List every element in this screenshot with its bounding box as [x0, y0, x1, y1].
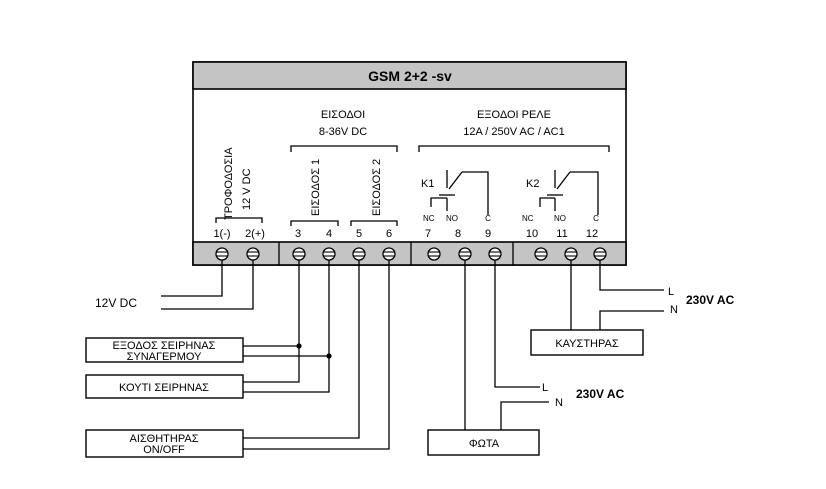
sensor-group: ΑΙΣΘΗΤΗΡΑΣ ON/OFF [85, 260, 390, 458]
siren-output-line1: ΕΞΟΔΟΣ ΣΕΙΡΗΝΑΣ [113, 340, 216, 352]
terminal-8-screw [458, 247, 472, 261]
k1-label: K1 [421, 178, 434, 190]
terminal-3-label: 3 [295, 228, 301, 240]
supply-wiring: 12V DC [95, 260, 254, 310]
lights-l-label: L [542, 382, 548, 394]
k2-nc-label: NC [522, 214, 534, 223]
siren-output-box [85, 337, 244, 363]
burner-l-label: L [668, 286, 674, 298]
relay-k1-contact [430, 170, 489, 215]
inputs-bracket [290, 145, 398, 152]
terminal-8-label: 8 [455, 228, 461, 240]
input1-bracket [290, 220, 339, 226]
burner-label: ΚΑΥΣΤΗΡΑΣ [555, 338, 619, 350]
burner-box [530, 329, 644, 356]
terminal-3-screw [292, 247, 306, 261]
terminal-2-screw [246, 247, 260, 261]
terminal-12-label: 12 [586, 228, 598, 240]
terminal-9-screw [488, 247, 502, 261]
lights-box [427, 429, 540, 456]
terminal-7-screw [427, 247, 441, 261]
power-label: ΤΡΟΦΟΔΟΣΙΑ 12 V DC 1(-) 2(+) [213, 147, 264, 240]
terminal-5-label: 5 [356, 228, 362, 240]
device-body [192, 61, 627, 266]
terminal-6-label: 6 [386, 228, 392, 240]
supply-label: 12V DC [95, 296, 137, 310]
lights-voltage-label: 230V AC [576, 387, 625, 401]
relays-bracket [418, 145, 610, 152]
terminal-11-label: 11 [556, 228, 567, 240]
k1-nc-label: NC [423, 214, 435, 223]
lights-label: ΦΩΤΑ [469, 438, 500, 450]
inputs-range: 8-36V DC [319, 126, 367, 138]
siren-box-group: ΚΟΥΤΙ ΣΕΙΡΗΝΑΣ [85, 260, 330, 399]
device-header [192, 61, 627, 90]
siren-output-line2: ΣΥΝΑΓΕΡΜΟΥ [127, 351, 203, 363]
terminal-12-screw [593, 247, 607, 261]
terminal-1-screw [215, 247, 229, 261]
terminal-1-label: 1(-) [213, 228, 230, 240]
siren-box [85, 374, 244, 399]
sensor-line1: ΑΙΣΘΗΤΗΡΑΣ [129, 433, 198, 445]
terminal-5-screw [352, 247, 366, 261]
k2-no-label: NO [554, 214, 566, 223]
siren-output-group: ΕΞΟΔΟΣ ΣΕΙΡΗΝΑΣ ΣΥΝΑΓΕΡΜΟΥ [85, 337, 332, 363]
k2-label: K2 [526, 178, 539, 190]
lights-group: ΦΩΤΑ L N 230V AC [427, 260, 625, 456]
terminal-4-screw [322, 247, 336, 261]
relays-heading: ΕΞΟΔΟΙ ΡΕΛΕ [477, 109, 551, 121]
device-title: GSM 2+2 -sv [368, 68, 452, 84]
terminal-4-label: 4 [326, 228, 332, 240]
power-bracket [215, 217, 263, 223]
terminal-11-screw [564, 247, 578, 261]
power-label-line1: ΤΡΟΦΟΔΟΣΙΑ [223, 147, 235, 220]
lights-n-label: N [555, 397, 563, 409]
relays-section: ΕΞΟΔΟΙ ΡΕΛΕ 12A / 250V AC / AC1 K1 NC NO… [418, 109, 610, 240]
relays-rating: 12A / 250V AC / AC1 [463, 126, 565, 138]
terminal-2-label: 2(+) [245, 228, 265, 240]
k1-no-label: NO [446, 214, 458, 223]
burner-group: ΚΑΥΣΤΗΡΑΣ L N 230V AC [530, 260, 735, 356]
relay-k2-contact [539, 170, 599, 215]
inputs-heading: ΕΙΣΟΔΟΙ [321, 109, 365, 121]
terminal-10-screw [534, 247, 548, 261]
inputs-section: ΕΙΣΟΔΟΙ 8-36V DC ΕΙΣΟΔΟΣ 1 ΕΙΣΟΔΟΣ 2 3 4… [290, 109, 398, 240]
input1-label: ΕΙΣΟΔΟΣ 1 [310, 159, 322, 216]
sensor-line2: ON/OFF [143, 444, 185, 456]
terminal-9-label: 9 [485, 228, 491, 240]
burner-n-label: N [670, 304, 678, 316]
terminal-6-screw [382, 247, 396, 261]
terminal-10-label: 10 [526, 228, 538, 240]
terminal-7-label: 7 [425, 228, 431, 240]
input2-bracket [350, 220, 398, 226]
sensor-box [85, 429, 244, 458]
device-enclosure: GSM 2+2 -sv [192, 61, 627, 266]
k1-c-label: C [485, 214, 491, 223]
power-label-line2: 12 V DC [241, 168, 253, 210]
burner-voltage-label: 230V AC [686, 293, 735, 307]
input2-label: ΕΙΣΟΔΟΣ 2 [371, 159, 383, 216]
siren-box-label: ΚΟΥΤΙ ΣΕΙΡΗΝΑΣ [119, 382, 209, 394]
k2-c-label: C [593, 214, 599, 223]
